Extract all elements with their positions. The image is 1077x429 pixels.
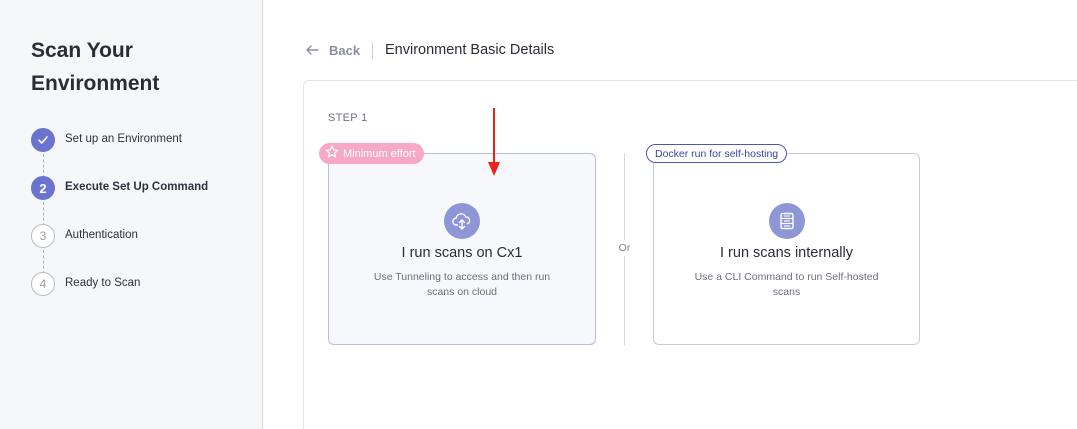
step-ready-to-scan[interactable]: 4 Ready to Scan	[31, 272, 251, 298]
option-title: I run scans internally	[720, 245, 853, 261]
server-icon	[768, 203, 805, 239]
check-icon	[31, 128, 55, 152]
step-number: 3	[31, 224, 55, 248]
step-label: Set up an Environment	[65, 133, 182, 145]
cloud-sync-icon	[444, 203, 480, 239]
option-card-cx1[interactable]: I run scans on Cx1 Use Tunneling to acce…	[328, 153, 596, 345]
option-title: I run scans on Cx1	[401, 245, 523, 261]
arrow-left-icon	[306, 42, 319, 58]
or-label: Or	[616, 240, 633, 256]
sidebar-title: Scan Your Environment	[31, 39, 160, 95]
star-icon	[325, 145, 339, 162]
back-label: Back	[329, 42, 361, 58]
step-connector	[43, 202, 44, 226]
annotation-arrow-icon	[484, 106, 504, 183]
step-connector	[43, 154, 44, 178]
step-number: 2	[31, 176, 55, 200]
step-setup-environment[interactable]: Set up an Environment	[31, 128, 251, 154]
minimum-effort-badge: Minimum effort	[319, 143, 424, 164]
option-card-internal[interactable]: I run scans internally Use a CLI Command…	[653, 153, 920, 345]
page-title: Environment Basic Details	[385, 42, 555, 58]
header-divider	[372, 43, 373, 59]
step-label: Ready to Scan	[65, 277, 141, 289]
step-connector	[43, 250, 44, 274]
option-description: Use a CLI Command to run Self-hosted sca…	[694, 271, 879, 298]
badge-label: Minimum effort	[343, 147, 416, 160]
step-execute-setup-command[interactable]: 2 Execute Set Up Command	[31, 176, 251, 202]
step-authentication[interactable]: 3 Authentication	[31, 224, 251, 250]
step-label: Execute Set Up Command	[65, 181, 209, 193]
step-number: 4	[31, 272, 55, 296]
sidebar: Scan Your Environment Set up an Environm…	[0, 0, 263, 429]
back-button[interactable]: Back	[306, 42, 360, 58]
step-caption: STEP 1	[328, 112, 368, 124]
docker-badge: Docker run for self-hosting	[646, 144, 788, 163]
option-description: Use Tunneling to access and then run sca…	[373, 271, 551, 298]
step-label: Authentication	[65, 229, 138, 241]
